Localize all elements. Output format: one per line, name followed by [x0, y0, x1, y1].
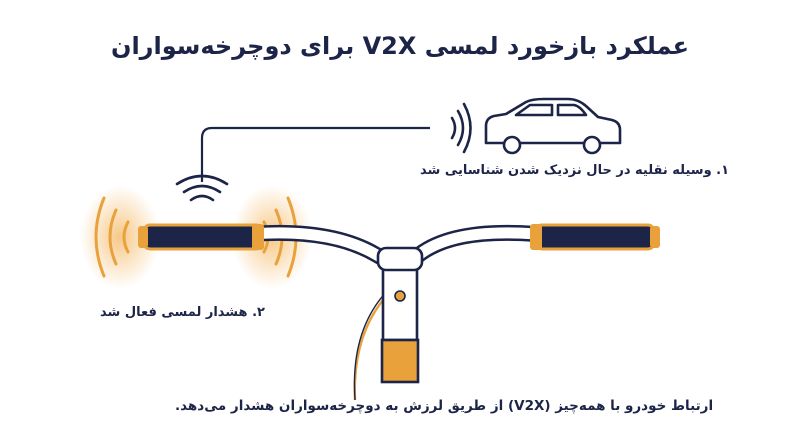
handlebar-signal-icon	[175, 174, 229, 202]
step-2-caption: ۲. هشدار لمسی فعال شد	[100, 305, 265, 320]
diagram-title: عملکرد بازخورد لمسی V2X برای دوچرخه‌سوار…	[110, 32, 690, 60]
grip-left	[142, 223, 264, 251]
grip-right	[534, 223, 656, 251]
head-tube	[380, 338, 420, 384]
step-1-caption: ۱. وسیله نقلیه در حال نزدیک شدن شناسایی …	[420, 163, 730, 178]
bicycle-handlebar-icon	[138, 223, 660, 401]
car-signal-icon	[450, 102, 472, 154]
car-icon	[484, 97, 622, 155]
connection-line	[200, 126, 430, 182]
footer-caption: ارتباط خودرو با همه‌چیز (V2X) از طریق لر…	[175, 398, 714, 414]
